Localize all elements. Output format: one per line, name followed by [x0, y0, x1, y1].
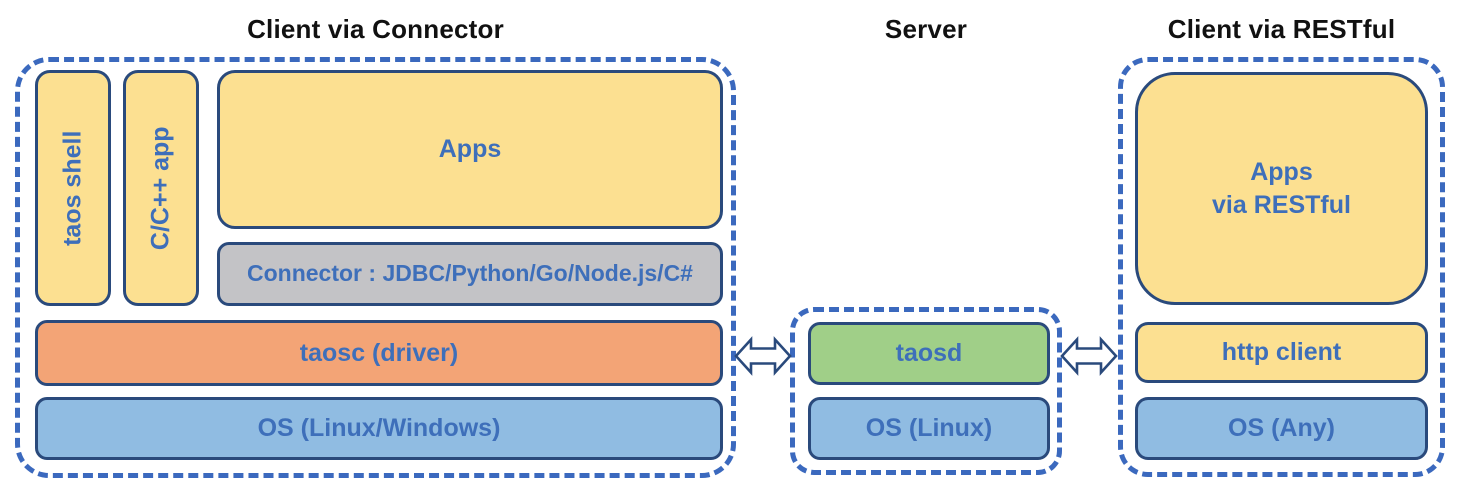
taosd-label: taosd — [895, 339, 963, 368]
bidirectional-arrow-icon — [734, 336, 792, 376]
connector-label: Connector : JDBC/Python/Go/Node.js/C# — [247, 260, 693, 287]
apps-via-restful-label: Apps via RESTful — [1212, 158, 1351, 219]
apps-label: Apps — [438, 135, 502, 164]
os-linux-windows-label: OS (Linux/Windows) — [257, 414, 501, 443]
client-via-connector-group — [15, 57, 736, 478]
client-via-restful-group — [1118, 57, 1445, 477]
os-any-label: OS (Any) — [1228, 414, 1335, 443]
cpp-app-box: C/C++ app — [123, 70, 199, 306]
taos-shell-box: taos shell — [35, 70, 111, 306]
os-linux-label: OS (Linux) — [865, 414, 993, 443]
taosc-driver-box: taosc (driver) — [35, 320, 723, 386]
http-client-label: http client — [1221, 338, 1342, 367]
section-title-server: Server — [884, 14, 968, 44]
server-group — [790, 307, 1062, 475]
taosc-driver-label: taosc (driver) — [299, 338, 459, 367]
taosd-box: taosd — [808, 322, 1050, 385]
apps-box: Apps — [217, 70, 723, 229]
apps-via-restful-box: Apps via RESTful — [1135, 72, 1428, 305]
bidirectional-arrow-icon — [1060, 336, 1118, 376]
os-linux-windows-box: OS (Linux/Windows) — [35, 397, 723, 460]
connector-box: Connector : JDBC/Python/Go/Node.js/C# — [217, 242, 723, 306]
os-any-box: OS (Any) — [1135, 397, 1428, 460]
section-title-client-via-connector: Client via Connector — [247, 14, 504, 44]
section-title-client-via-restful: Client via RESTful — [1167, 14, 1396, 44]
taos-shell-label: taos shell — [58, 130, 87, 246]
http-client-box: http client — [1135, 322, 1428, 383]
os-linux-box: OS (Linux) — [808, 397, 1050, 460]
cpp-app-label: C/C++ app — [146, 126, 175, 250]
